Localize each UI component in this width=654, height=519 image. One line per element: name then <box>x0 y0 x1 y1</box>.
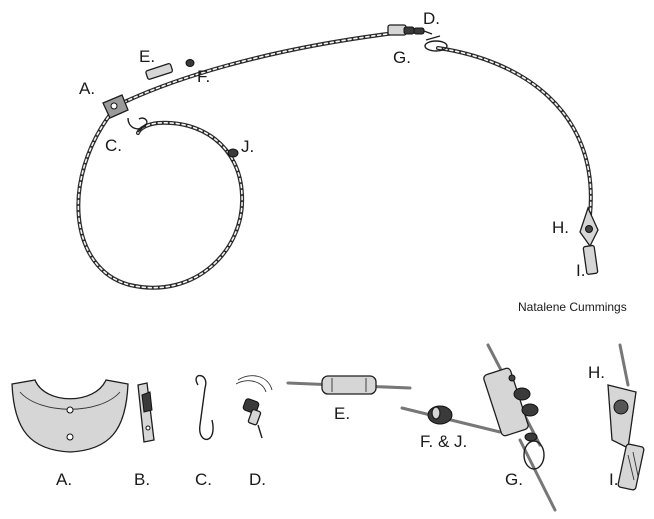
label-bottom-c: C. <box>195 470 212 489</box>
stop-f <box>186 60 194 67</box>
snare-assembly: A. E. F. C. J. D. G. H. I. Natalene Cumm… <box>78 9 626 314</box>
component-a-lock-plate <box>12 380 128 452</box>
label-top-d: D. <box>423 9 440 28</box>
label-bottom-i: I. <box>609 470 618 489</box>
anchor-h <box>580 208 598 246</box>
label-bottom-fj: F. & J. <box>420 432 467 451</box>
label-bottom-g: G. <box>505 470 523 489</box>
component-e-ferrule <box>288 376 410 394</box>
label-bottom-b: B. <box>134 470 150 489</box>
component-b-lock-side <box>138 383 154 442</box>
stop-j <box>228 149 238 157</box>
end-hook-c <box>128 118 147 129</box>
snare-loop <box>78 112 242 288</box>
component-d-swivel <box>236 376 272 438</box>
component-fj-stop <box>402 406 500 432</box>
label-top-j: J. <box>241 137 254 156</box>
label-top-h: H. <box>552 218 569 237</box>
label-bottom-a: A. <box>56 470 72 489</box>
label-top-f: F. <box>197 67 210 86</box>
artist-credit: Natalene Cummings <box>518 300 627 314</box>
label-top-a: A. <box>79 79 95 98</box>
label-top-g: G. <box>393 48 411 67</box>
lock-a <box>103 95 128 118</box>
label-top-i: I. <box>576 261 585 280</box>
label-bottom-e: E. <box>334 404 350 423</box>
component-c-s-hook <box>196 376 213 440</box>
component-hi-anchor <box>608 345 644 490</box>
components-row: A. B. C. D. E. F. & J. G. H. I. <box>12 345 644 510</box>
label-bottom-h: H. <box>588 363 605 382</box>
label-top-c: C. <box>105 136 122 155</box>
label-top-e: E. <box>139 47 155 66</box>
label-bottom-d: D. <box>249 470 266 489</box>
